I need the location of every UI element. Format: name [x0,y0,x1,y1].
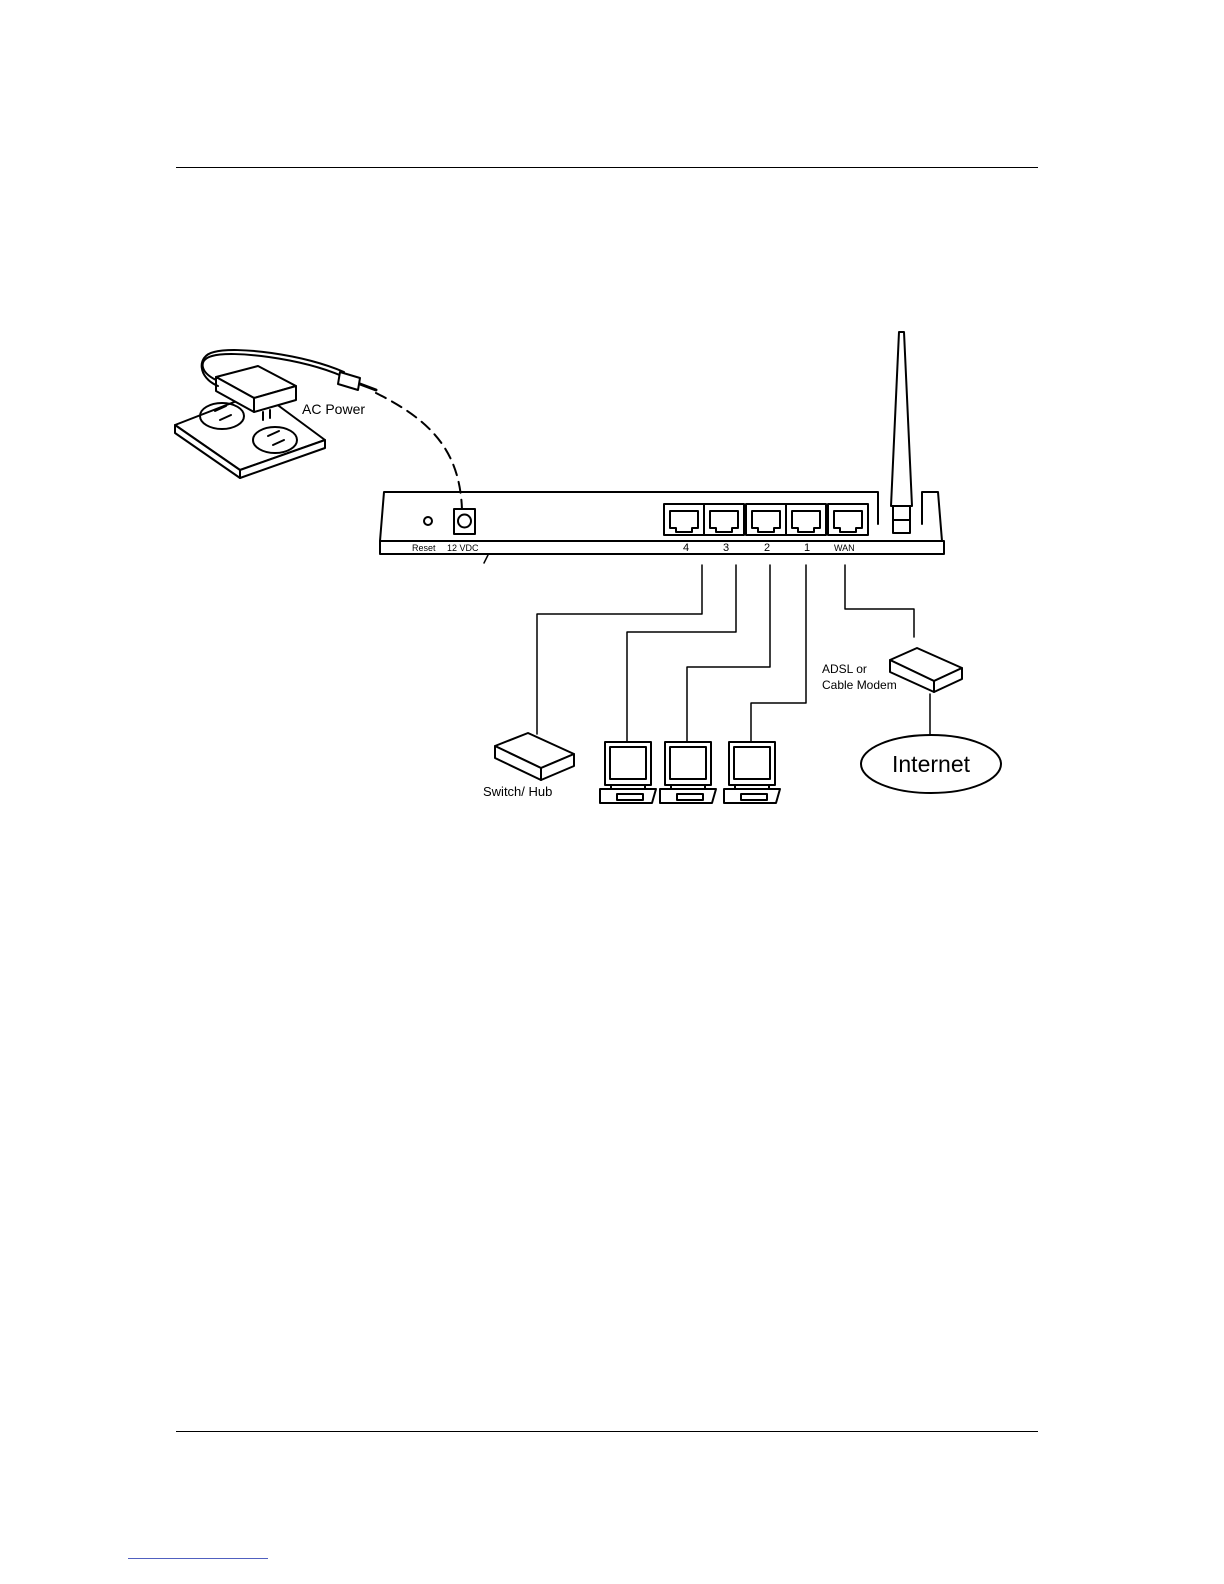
modem-icon [890,648,962,692]
reset-button [424,517,432,525]
lan-port-4 [664,504,704,535]
footnote-divider [128,1558,268,1559]
modem-label-line2: Cable Modem [822,678,897,692]
reset-label: Reset [412,543,436,553]
wan-port [828,504,868,535]
switch-hub-label: Switch/ Hub [483,784,552,799]
port-4-label: 4 [683,542,689,554]
computer-icon [600,742,656,803]
port-2-label: 2 [764,542,770,554]
network-cables [537,565,930,742]
antenna-icon [891,332,912,533]
port-3-label: 3 [723,542,729,554]
wan-label: WAN [834,543,855,553]
vdc-label: 12 VDC [447,543,479,553]
modem-label-line1: ADSL or [822,662,867,676]
lan-port-2 [746,504,786,535]
switch-hub-icon [495,733,574,780]
lan-port-3 [704,504,744,535]
computer-icon [660,742,716,803]
computer-icon [724,742,780,803]
internet-label: Internet [892,751,971,777]
ac-power-label: AC Power [302,401,365,417]
lan-port-1 [786,504,826,535]
port-1-label: 1 [804,542,810,554]
footer-rule [176,1431,1038,1432]
